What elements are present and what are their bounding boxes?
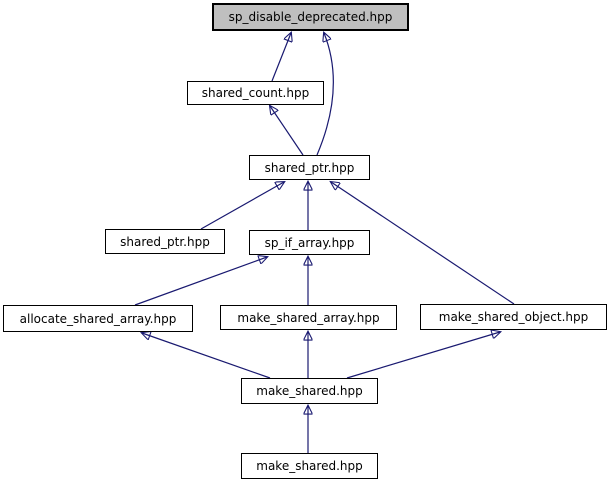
edge-shared-ptr-alias-to-shared-ptr (200, 182, 284, 230)
node-allocate-shared-array[interactable]: allocate_shared_array.hpp (3, 305, 193, 332)
node-shared-count[interactable]: shared_count.hpp (187, 81, 324, 105)
node-label: make_shared_array.hpp (237, 310, 380, 325)
edge-make-shared-to-make-shared-object (346, 332, 500, 379)
node-label: shared_count.hpp (201, 86, 310, 100)
node-shared-ptr[interactable]: shared_ptr.hpp (249, 155, 370, 180)
node-label: sp_disable_deprecated.hpp (228, 10, 393, 24)
node-make-shared-array[interactable]: make_shared_array.hpp (220, 305, 397, 330)
edge-shared-ptr-to-sp-disable-deprecated (316, 33, 334, 156)
node-label: shared_ptr.hpp (120, 234, 210, 249)
node-make-shared-object[interactable]: make_shared_object.hpp (420, 304, 607, 330)
edge-allocate-shared-array-to-sp-if-array (134, 257, 267, 306)
edge-shared-count-to-sp-disable-deprecated (271, 33, 291, 82)
node-label: sp_if_array.hpp (264, 235, 355, 250)
node-label: allocate_shared_array.hpp (19, 311, 177, 326)
node-shared-ptr-alias[interactable]: shared_ptr.hpp (105, 229, 225, 254)
node-label: make_shared.hpp (256, 384, 363, 398)
node-sp-disable-deprecated[interactable]: sp_disable_deprecated.hpp (212, 3, 409, 31)
node-label: make_shared_object.hpp (438, 310, 589, 324)
node-label: make_shared.hpp (256, 459, 363, 473)
edge-make-shared-object-to-shared-ptr (331, 182, 515, 305)
node-make-shared[interactable]: make_shared.hpp (241, 378, 378, 404)
edge-make-shared-to-allocate-shared-array (142, 333, 271, 379)
node-label: shared_ptr.hpp (264, 160, 355, 175)
edge-shared-ptr-to-shared-count (270, 106, 304, 156)
node-sp-if-array[interactable]: sp_if_array.hpp (249, 230, 370, 255)
node-make-shared-alias[interactable]: make_shared.hpp (241, 453, 378, 479)
